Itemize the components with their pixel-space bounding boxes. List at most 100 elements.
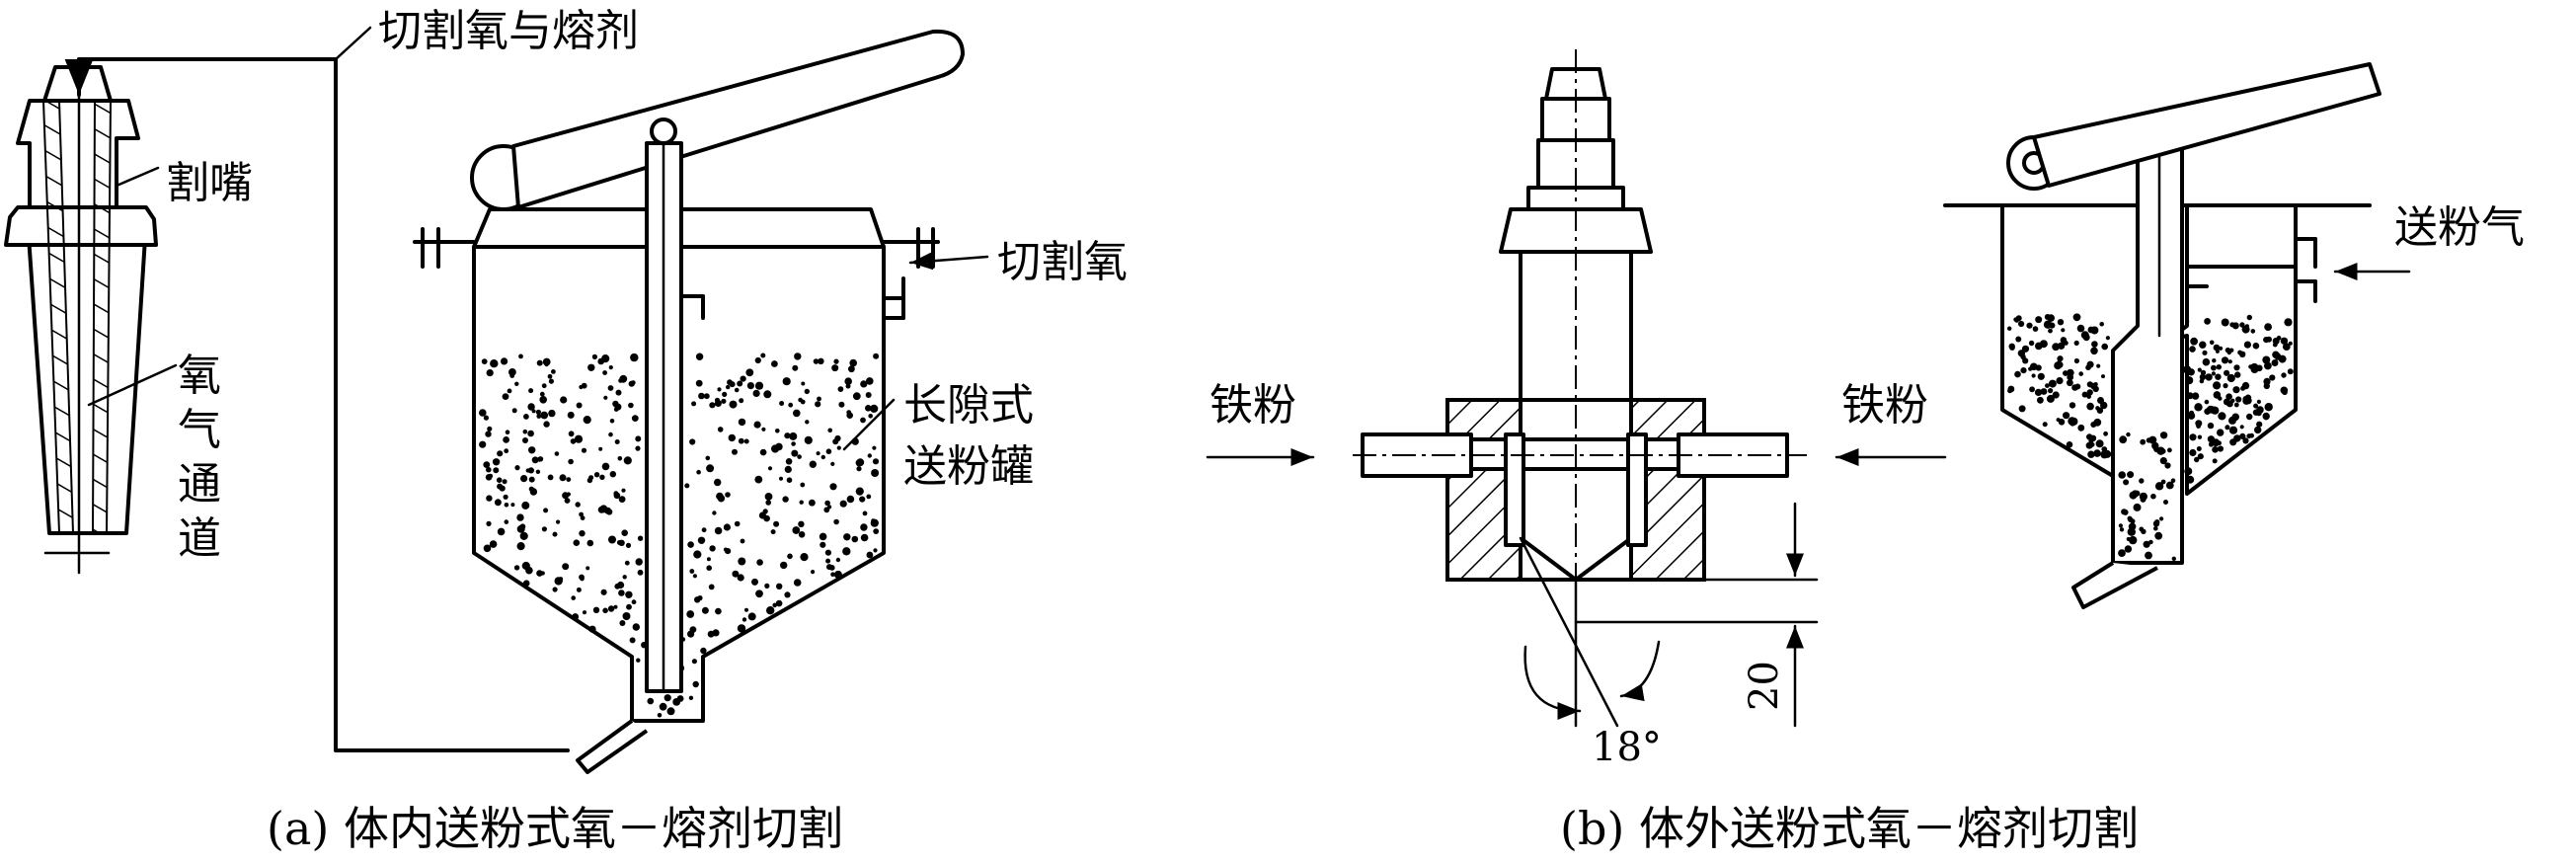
leader-tank <box>842 398 896 451</box>
powder-dot <box>2269 374 2276 381</box>
powder-dot <box>2216 364 2222 370</box>
powder-dot <box>617 456 623 461</box>
powder-dot <box>722 391 728 397</box>
powder-dot <box>625 590 633 598</box>
powder-dot <box>2037 372 2045 380</box>
powder-dot <box>779 476 783 481</box>
powder-dot <box>873 548 878 553</box>
powder-dot <box>543 508 549 513</box>
powder-dot <box>2091 341 2098 348</box>
caption-a: (a) 体内送粉式氧－熔剂切割 <box>267 802 843 855</box>
powder-dot <box>2209 423 2214 428</box>
label-nozzle: 割嘴 <box>166 158 253 208</box>
powder-dot <box>2235 396 2242 403</box>
powder-dot <box>740 375 746 382</box>
powder-dot <box>2278 354 2287 363</box>
powder-dot <box>2037 396 2044 404</box>
powder-dot <box>2018 405 2026 413</box>
powder-dot <box>2032 326 2039 332</box>
powder-dot <box>708 584 715 590</box>
powder-dot <box>703 393 710 400</box>
powder-dot <box>2213 344 2221 352</box>
powder-dot <box>571 595 576 600</box>
powder-dot <box>2139 526 2145 532</box>
powder-dot <box>695 379 703 387</box>
powder-dot <box>721 398 727 404</box>
powder-dot <box>564 498 571 504</box>
powder-dot <box>2078 371 2083 376</box>
powder-dot <box>613 604 618 609</box>
powder-dot <box>843 533 851 541</box>
flux-feed-line <box>64 26 570 752</box>
powder-tank-a <box>413 29 965 774</box>
powder-dot <box>618 378 623 383</box>
powder-dot <box>804 388 810 395</box>
powder-dot <box>573 539 581 546</box>
powder-dot <box>591 353 598 359</box>
powder-dot <box>587 363 595 371</box>
powder-dot <box>851 535 859 543</box>
powder-dot <box>816 451 820 456</box>
powder-dot <box>494 499 502 507</box>
powder-dot <box>817 396 821 402</box>
powder-dot <box>2184 467 2193 476</box>
powder-dot <box>481 358 488 364</box>
powder-dot <box>2140 438 2147 445</box>
powder-dot <box>692 574 698 579</box>
powder-dot <box>2264 403 2273 412</box>
powder-dot <box>622 612 631 620</box>
powder-dot <box>866 494 872 500</box>
powder-dot <box>2218 412 2226 421</box>
powder-dot <box>479 440 487 448</box>
powder-dot <box>2233 364 2240 371</box>
powder-dots-b <box>2007 313 2294 484</box>
powder-dot <box>576 402 583 409</box>
powder-dot <box>797 454 802 459</box>
powder-dot <box>521 501 530 510</box>
powder-dot <box>2170 478 2176 484</box>
powder-dot <box>738 557 746 566</box>
powder-dot <box>603 395 608 400</box>
powder-dot <box>2076 324 2085 333</box>
powder-dot <box>2280 337 2289 345</box>
powder-dot <box>771 360 778 367</box>
powder-dot <box>539 391 545 397</box>
powder-dot <box>737 574 744 582</box>
powder-dot <box>689 438 696 445</box>
powder-dot <box>2159 516 2164 521</box>
powder-dot <box>492 458 501 466</box>
powder-dot <box>856 466 862 472</box>
powder-dot <box>2101 374 2105 379</box>
powder-dot <box>811 570 816 575</box>
powder-dot <box>2044 314 2051 320</box>
powder-dot <box>579 511 584 517</box>
powder-dot <box>666 707 675 716</box>
powder-dot <box>614 583 621 589</box>
powder-dot <box>837 386 844 392</box>
powder-dot <box>706 464 715 473</box>
powder-dot <box>832 438 839 445</box>
powder-dot <box>2052 343 2061 352</box>
powder-dot <box>552 531 558 537</box>
powder-dot <box>2008 343 2015 350</box>
powder-dot <box>689 569 695 574</box>
powder-dot <box>826 564 832 571</box>
powder-dot <box>535 469 541 474</box>
powder-dot <box>528 388 534 394</box>
powder-dot <box>697 536 706 544</box>
label-channel-1: 氧 <box>178 351 221 401</box>
powder-dot <box>2199 341 2207 349</box>
powder-dot <box>775 442 783 451</box>
powder-dot <box>609 471 616 478</box>
powder-dot <box>2081 391 2088 398</box>
powder-dot <box>2073 340 2079 346</box>
powder-dot <box>715 607 722 615</box>
powder-dot <box>2069 402 2076 409</box>
powder-dot <box>502 479 507 485</box>
powder-dot <box>819 532 827 541</box>
powder-dot <box>860 380 868 388</box>
powder-dot <box>631 415 639 422</box>
powder-dot <box>554 577 563 586</box>
powder-dot <box>784 432 791 439</box>
powder-dot <box>2202 357 2211 366</box>
